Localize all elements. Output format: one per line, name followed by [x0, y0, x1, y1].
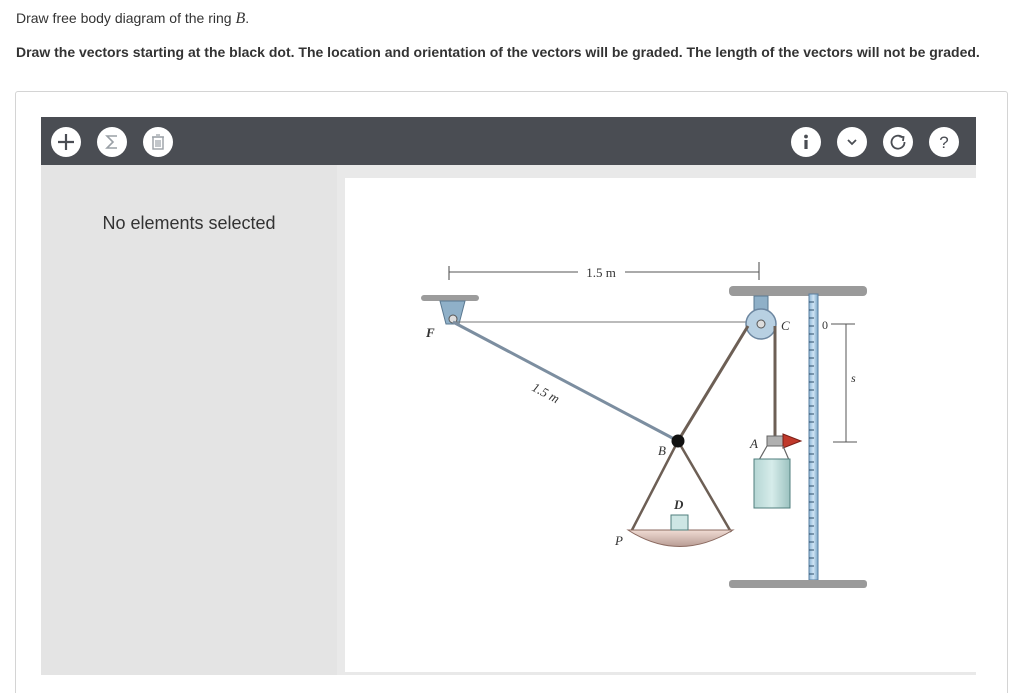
info-button[interactable]	[791, 127, 821, 157]
add-icon	[58, 134, 74, 150]
floor	[729, 580, 867, 588]
drawing-canvas[interactable]: 1.5 m F 1.5 m C	[345, 178, 976, 672]
label-c: C	[781, 318, 790, 333]
instructions-text: Draw the vectors starting at the black d…	[16, 44, 980, 60]
question-variable: B	[235, 10, 246, 27]
no-selection-message: No elements selected	[102, 213, 276, 233]
ring-b[interactable]	[671, 434, 685, 448]
label-s: s	[851, 371, 856, 385]
reset-button[interactable]	[883, 127, 913, 157]
label-d: D	[673, 497, 684, 512]
svg-text:?: ?	[939, 133, 948, 152]
question-prefix: Draw free body diagram of the ring	[16, 10, 236, 26]
question-suffix: .	[245, 10, 250, 26]
delete-button[interactable]	[143, 127, 173, 157]
pointer-a: A	[749, 433, 803, 461]
reset-icon	[890, 134, 906, 150]
label-p: P	[614, 533, 623, 548]
hanging-block	[753, 458, 791, 509]
add-button[interactable]	[51, 127, 81, 157]
scale-rod	[808, 293, 819, 581]
dropdown-button[interactable]	[837, 127, 867, 157]
pan-p: D P	[614, 497, 735, 548]
toolbar: ?	[41, 117, 976, 165]
problem-diagram: 1.5 m F 1.5 m C	[421, 262, 867, 588]
support-f: F	[421, 295, 479, 340]
trash-icon	[152, 134, 164, 150]
info-icon	[804, 134, 808, 149]
rope-bc	[676, 325, 750, 442]
help-icon: ?	[939, 133, 948, 152]
horizontal-dimension: 1.5 m	[448, 262, 760, 280]
help-button[interactable]: ?	[929, 127, 959, 157]
diagonal-distance-label: 1.5 m	[530, 379, 563, 406]
cable-fb	[452, 320, 679, 443]
label-zero: 0	[822, 318, 828, 332]
pan-cable-left	[630, 440, 680, 531]
label-a: A	[749, 436, 758, 451]
horizontal-distance-label: 1.5 m	[586, 265, 616, 280]
sigma-button[interactable]	[97, 127, 127, 157]
label-f: F	[425, 325, 435, 340]
pan-cable-right	[676, 440, 733, 533]
question-text: Draw free body diagram of the ring B.	[16, 10, 249, 28]
properties-panel: No elements selected	[41, 165, 337, 675]
pulley-c: C	[745, 295, 790, 340]
chevron-down-icon	[847, 139, 857, 146]
ceiling-right	[729, 286, 867, 296]
label-b: B	[658, 443, 666, 458]
sigma-icon	[105, 135, 117, 149]
